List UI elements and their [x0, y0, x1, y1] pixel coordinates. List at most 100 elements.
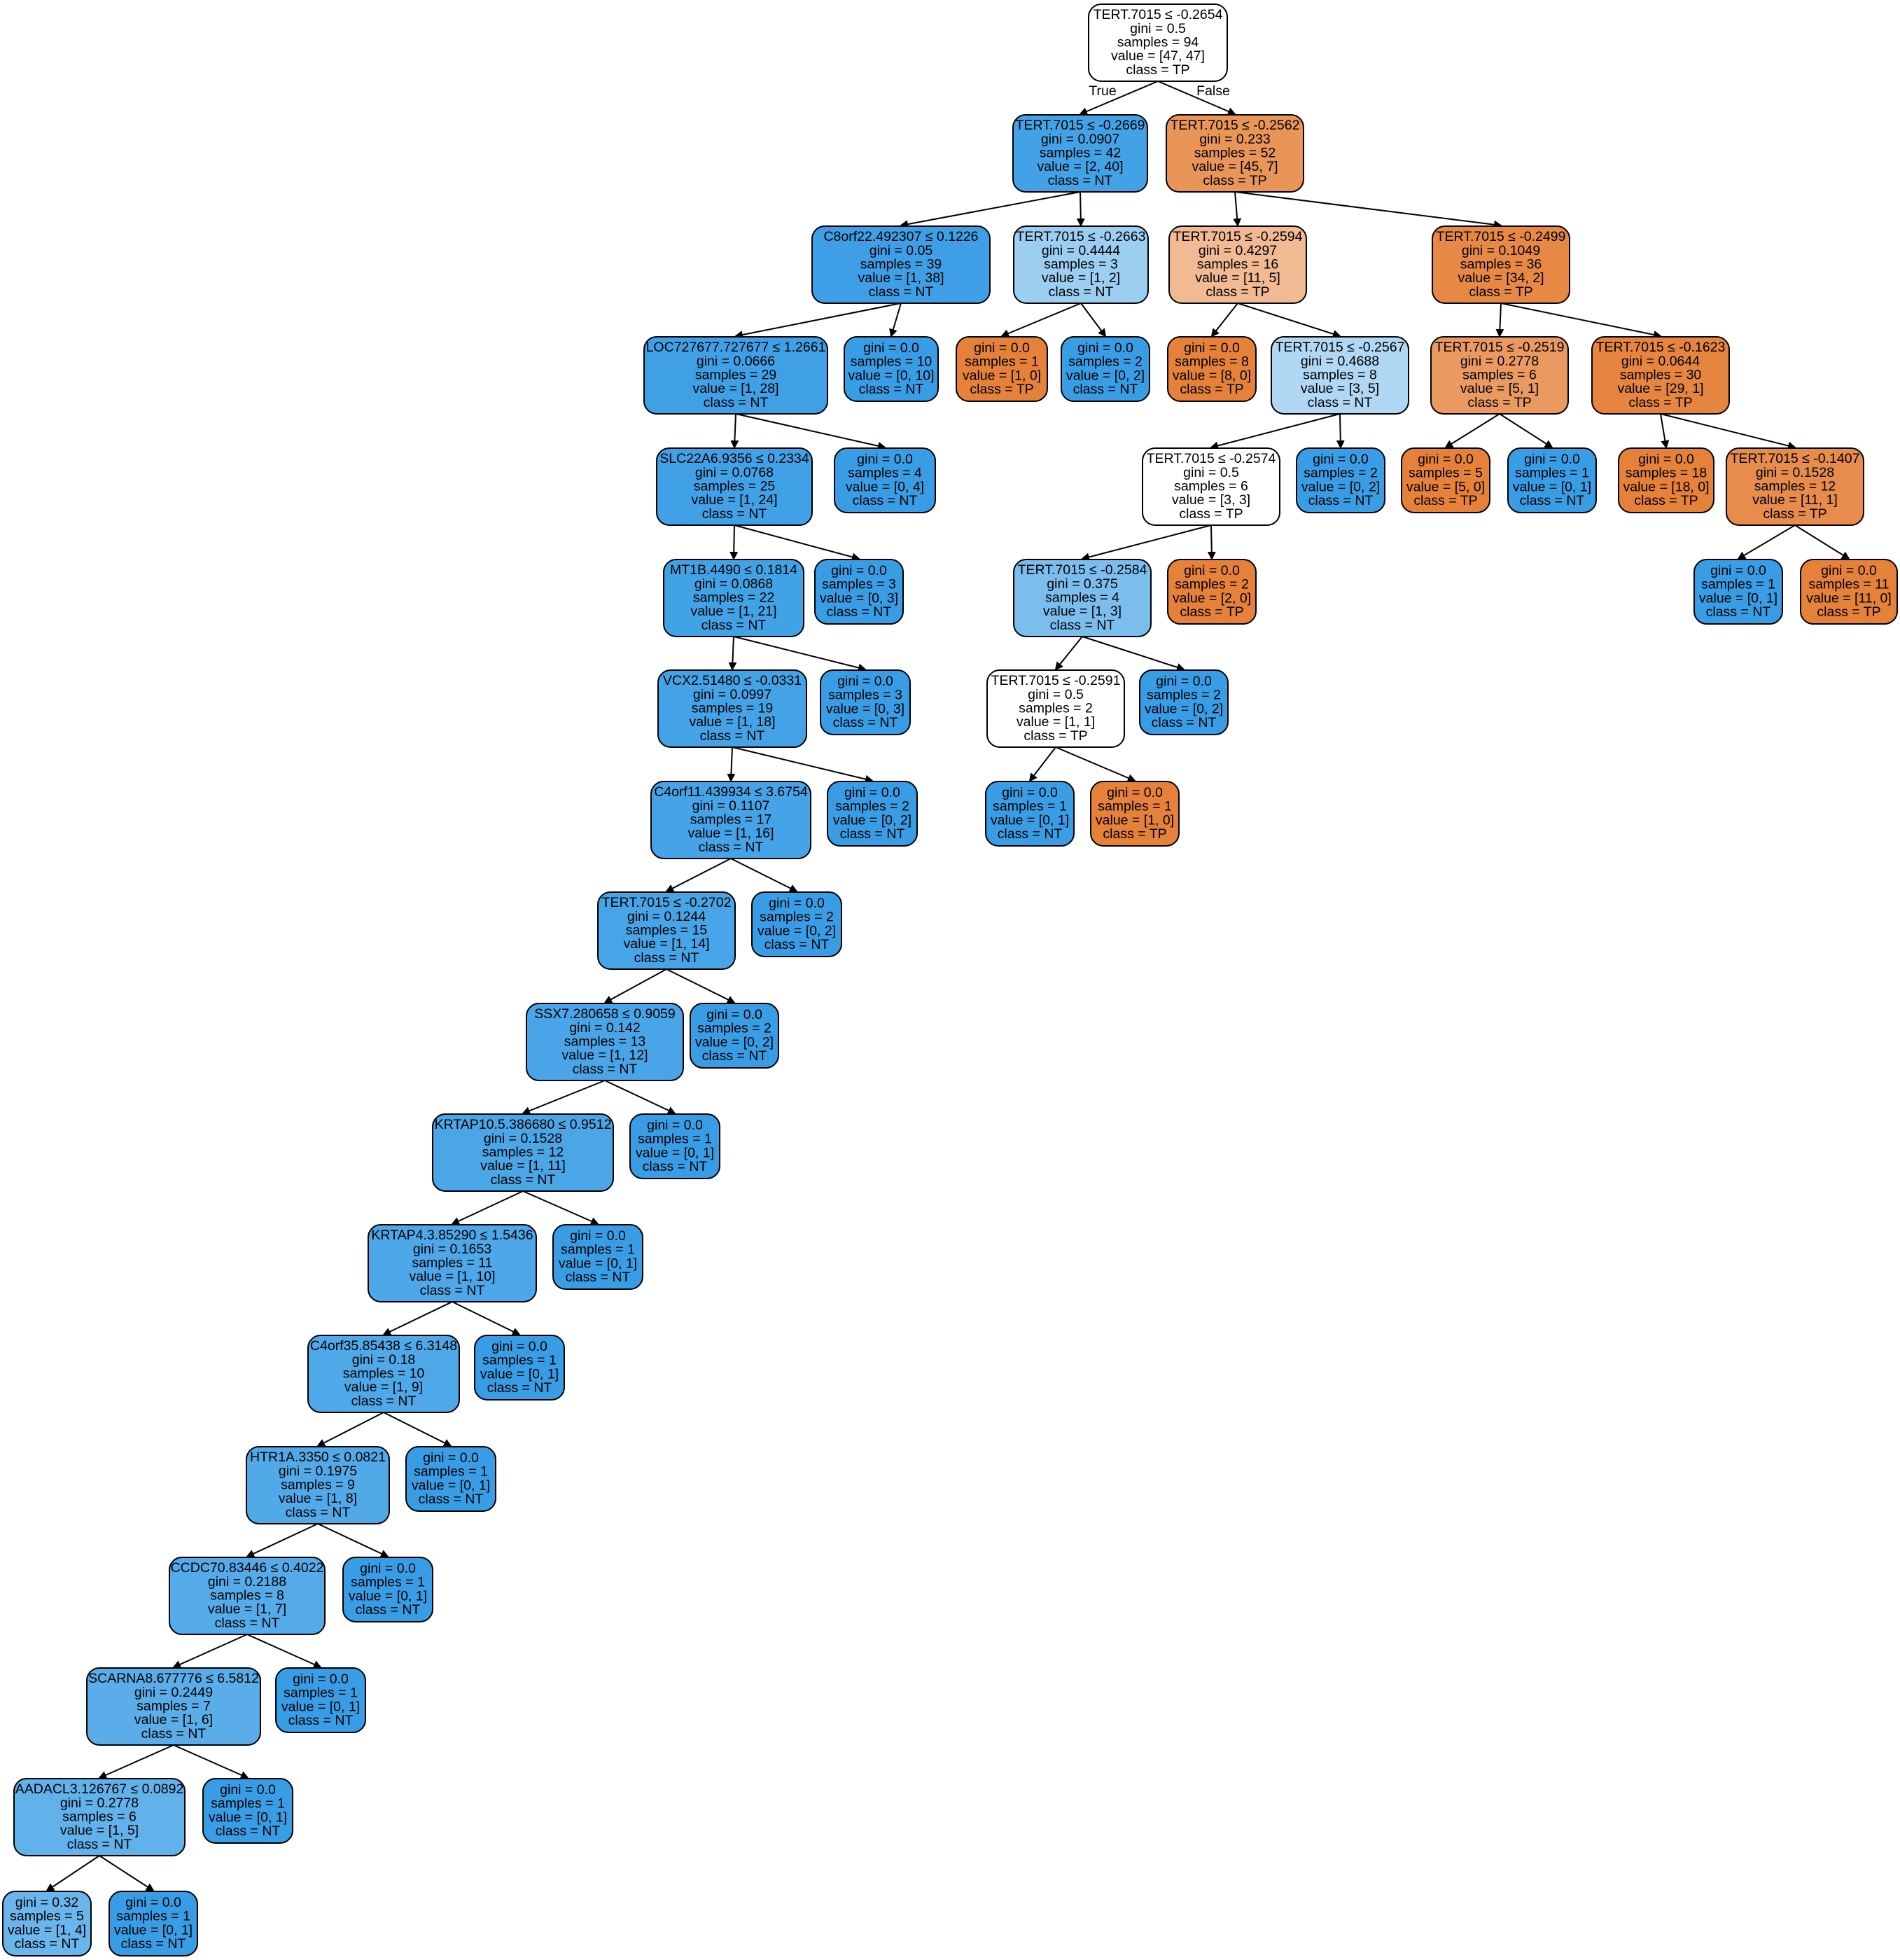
tree-edge	[1237, 303, 1341, 338]
node-label: gini = 0.0	[844, 785, 900, 800]
node-label: value = [29, 1]	[1617, 381, 1703, 396]
node-label: value = [1, 7]	[208, 1601, 286, 1617]
node-label: TERT.7015 ≤ -0.2702	[602, 895, 732, 910]
node-label: value = [1, 24]	[691, 492, 777, 508]
node-label: gini = 0.0	[1156, 674, 1212, 689]
node-label: TERT.7015 ≤ -0.2594	[1173, 229, 1303, 244]
node-label: class = TP	[1634, 493, 1698, 508]
node-box	[552, 1224, 643, 1290]
node-label: value = [0, 3]	[820, 590, 898, 606]
node-label: samples = 11	[412, 1256, 492, 1271]
node-label: gini = 0.0	[974, 340, 1030, 356]
node-box	[2, 1891, 92, 1956]
node-label: class = NT	[487, 1380, 552, 1396]
node-label: SCARNA8.677776 ≤ 6.5812	[88, 1671, 259, 1686]
node-label: samples = 3	[822, 577, 896, 592]
node-label: gini = 0.0	[863, 340, 919, 356]
node-label: value = [1, 1]	[1017, 714, 1095, 730]
node-label: gini = 0.0	[220, 1782, 276, 1798]
node-label: value = [0, 3]	[826, 701, 904, 716]
node-label: gini = 0.4297	[1199, 243, 1277, 258]
node-label: class = NT	[840, 826, 905, 842]
tree-edge	[173, 1744, 249, 1779]
node-label: gini = 0.0	[293, 1671, 349, 1687]
node-label: value = [1, 5]	[60, 1823, 139, 1838]
node-label: samples = 29	[695, 368, 777, 383]
node-box	[643, 336, 828, 415]
node-label: samples = 10	[343, 1366, 425, 1382]
node-label: samples = 1	[351, 1575, 425, 1590]
node-label: gini = 0.0	[1077, 340, 1133, 356]
node-box	[1693, 559, 1783, 625]
node-label: samples = 12	[1754, 479, 1836, 494]
node-label: samples = 8	[1303, 368, 1377, 383]
node-label: gini = 0.0	[570, 1228, 626, 1244]
tree-edge	[1444, 413, 1500, 449]
tree-edge	[382, 1301, 453, 1336]
tree-edge	[1233, 191, 1242, 227]
tree-edge	[1080, 303, 1107, 338]
node-label: gini = 0.0868	[694, 576, 773, 592]
tree-edge	[889, 303, 902, 338]
node-box	[657, 669, 807, 748]
node-label: gini = 0.18	[352, 1352, 416, 1368]
node-label: gini = 0.1528	[1756, 465, 1834, 480]
node-label: gini = 0.1244	[627, 909, 706, 924]
node-label: value = [11, 0]	[1806, 590, 1892, 606]
node-label: class = NT	[141, 1726, 207, 1742]
node-label: gini = 0.05	[869, 243, 933, 258]
node-label: gini = 0.0	[360, 1561, 416, 1576]
node-label: TERT.7015 ≤ -0.2567	[1276, 340, 1405, 355]
node-box	[275, 1667, 366, 1733]
node-label: gini = 0.1975	[279, 1464, 357, 1479]
tree-edge	[451, 1190, 524, 1225]
node-label: TERT.7015 ≤ -0.2663	[1017, 229, 1146, 244]
node-label: class = TP	[1103, 826, 1166, 842]
node-label: class = NT	[1050, 618, 1115, 633]
node-label: class = NT	[704, 395, 769, 410]
node-label: gini = 0.142	[569, 1020, 640, 1036]
node-label: value = [0, 1]	[636, 1145, 714, 1160]
node-label: samples = 1	[1515, 466, 1589, 481]
tree-edge	[1076, 191, 1085, 227]
node-label: gini = 0.5	[1183, 465, 1239, 480]
node-label: samples = 1	[993, 799, 1067, 814]
tree-edge	[1660, 413, 1796, 450]
node-label: value = [47, 47]	[1111, 48, 1205, 64]
node-label: value = [18, 0]	[1623, 479, 1709, 494]
node-label: class = TP	[1180, 604, 1243, 620]
tree-edge	[522, 1080, 606, 1115]
node-label: gini = 0.1528	[484, 1131, 562, 1146]
node-box	[1139, 669, 1229, 735]
node-label: gini = 0.4688	[1301, 354, 1379, 369]
node-label: samples = 6	[1462, 368, 1537, 383]
node-label: class = NT	[764, 937, 830, 952]
node-label: gini = 0.2778	[1460, 354, 1539, 369]
node-label: value = [1, 18]	[689, 714, 775, 730]
node-label: class = TP	[1628, 395, 1692, 410]
node-label: TERT.7015 ≤ -0.2519	[1435, 340, 1565, 355]
node-label: class = TP	[1126, 62, 1189, 78]
node-label: value = [2, 0]	[1173, 590, 1251, 606]
node-label: gini = 0.0907	[1041, 132, 1119, 147]
node-label: gini = 0.1049	[1462, 243, 1540, 258]
node-box	[1430, 336, 1569, 415]
tree-edge	[900, 191, 1081, 229]
node-label: samples = 1	[284, 1686, 358, 1701]
node-label: class = NT	[1152, 715, 1217, 730]
node-label: class = NT	[288, 1713, 354, 1728]
tree-edge	[172, 1634, 248, 1669]
node-label: value = [0, 1]	[1513, 479, 1591, 494]
tree-edge	[734, 303, 902, 339]
tree-edge	[1000, 303, 1082, 338]
